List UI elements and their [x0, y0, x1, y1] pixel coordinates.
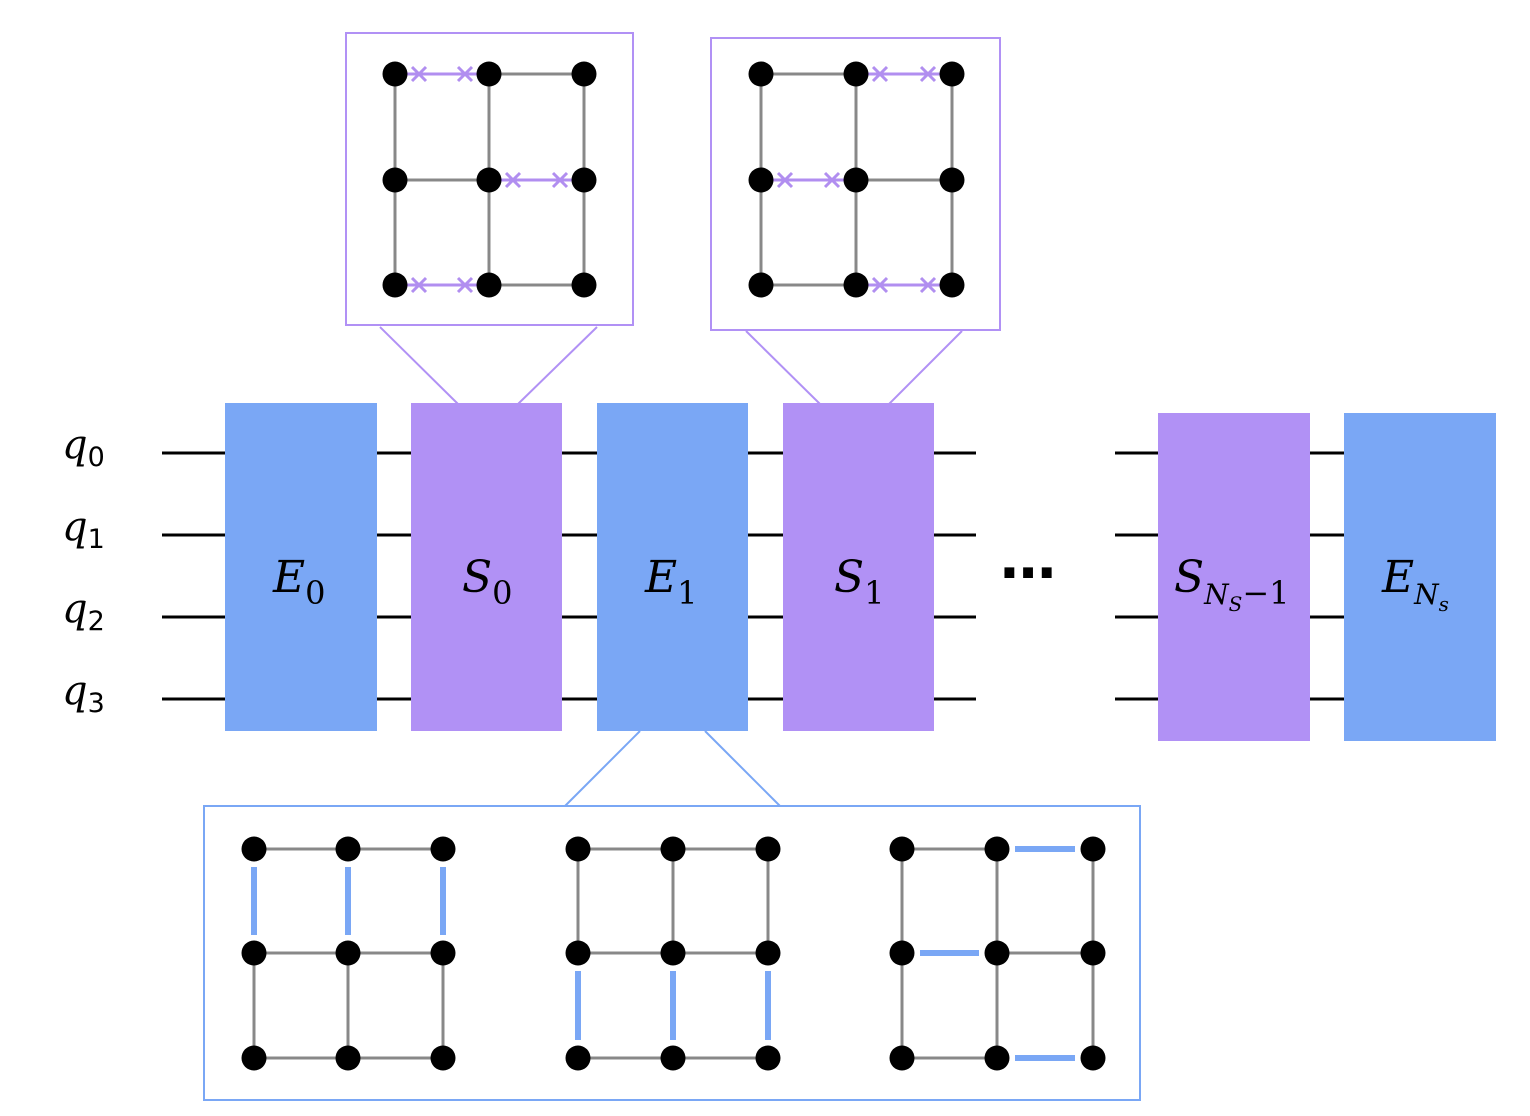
e1-lattice-c-node: [984, 940, 1010, 966]
e1-lattice-c-node: [984, 836, 1010, 862]
e1-lattice-c-node: [889, 1045, 915, 1071]
qubit-label-q0: q0: [62, 422, 105, 473]
s1-lattice-node: [748, 272, 774, 298]
gate-e1[interactable]: E1: [597, 403, 748, 731]
qubit-label-q1: q1: [62, 504, 105, 555]
s0-lattice-swap-mark: [551, 171, 569, 189]
gate-e-ns-label: ENs: [1381, 552, 1449, 616]
e1-lattice-a: [241, 836, 456, 1071]
s0-lattice-node: [571, 61, 597, 87]
s1-lattice-swap-mark: [919, 276, 937, 294]
connector-s0-left: [379, 326, 459, 405]
e1-lattice-c: [889, 836, 1106, 1071]
ellipsis: ⋯: [1000, 541, 1056, 606]
s0-lattice-node: [571, 167, 597, 193]
s1-lattice-node: [748, 61, 774, 87]
s0-lattice-node: [382, 272, 408, 298]
s0-lattice: [382, 61, 597, 298]
gate-e1-label: E1: [644, 552, 697, 612]
e1-lattice-a-node: [335, 1045, 361, 1071]
e1-lattice-b-node: [565, 1045, 591, 1071]
qubit-label-q2: q2: [62, 586, 105, 637]
e1-lattice-a-node: [430, 1045, 456, 1071]
s0-lattice-node: [382, 167, 408, 193]
e1-lattice-a-node: [430, 836, 456, 862]
gates: E0 S0 E1 S1 ⋯ SNS−1 ENs: [225, 403, 1496, 741]
e1-lattice-a-node: [241, 1045, 267, 1071]
s1-lattice-swap-mark: [919, 65, 937, 83]
s1-lattice-swap-mark: [823, 171, 841, 189]
connector-e1-left: [564, 730, 641, 807]
s1-lattice-node: [843, 167, 869, 193]
s0-lattice-swap-mark: [410, 65, 428, 83]
e1-lattice-b-node: [660, 836, 686, 862]
gate-s0[interactable]: S0: [411, 403, 562, 731]
e1-lattice-c-node: [984, 1045, 1010, 1071]
qubit-label-q3: q3: [62, 668, 105, 719]
lattice-drawings: [241, 61, 1106, 1071]
e1-lattice-c-node: [1080, 1045, 1106, 1071]
s1-lattice-node: [748, 167, 774, 193]
s0-lattice-swap-mark: [410, 276, 428, 294]
s0-lattice-swap-mark: [456, 65, 474, 83]
s0-lattice-node: [476, 61, 502, 87]
s1-lattice-node: [939, 61, 965, 87]
s1-lattice-swap-mark: [871, 65, 889, 83]
qubit-labels: q0 q1 q2 q3: [62, 422, 105, 719]
e1-lattice-c-node: [889, 836, 915, 862]
s1-lattice-node: [939, 167, 965, 193]
s0-lattice-node: [382, 61, 408, 87]
e1-lattice-b-node: [660, 1045, 686, 1071]
gate-e0[interactable]: E0: [225, 403, 377, 731]
e1-lattice-a-node: [241, 836, 267, 862]
e1-lattice-b-node: [565, 836, 591, 862]
s0-lattice-node: [571, 272, 597, 298]
e1-lattice-c-node: [1080, 940, 1106, 966]
gate-s0-label: S0: [462, 552, 513, 612]
e1-lattice-c-node: [1080, 836, 1106, 862]
s1-lattice-swap-mark: [871, 276, 889, 294]
connector-e1-right: [704, 730, 781, 807]
s1-lattice: [748, 61, 965, 298]
gate-e0-label: E0: [272, 552, 325, 612]
gate-e-ns[interactable]: ENs: [1344, 413, 1496, 741]
connector-s1-left: [745, 330, 821, 405]
s0-lattice-node: [476, 272, 502, 298]
e1-lattice-a-node: [241, 940, 267, 966]
s0-lattice-node: [476, 167, 502, 193]
e1-lattice-c-node: [889, 940, 915, 966]
s1-lattice-node: [843, 272, 869, 298]
gate-s1[interactable]: S1: [783, 403, 934, 731]
connector-s0-right: [517, 326, 598, 405]
s0-lattice-swap-mark: [504, 171, 522, 189]
e1-lattice-b-node: [660, 940, 686, 966]
zoom-connectors: [379, 326, 963, 807]
s1-lattice-swap-mark: [776, 171, 794, 189]
s1-lattice-node: [939, 272, 965, 298]
e1-lattice-b-node: [755, 940, 781, 966]
e1-lattice-b-node: [755, 1045, 781, 1071]
e1-lattice-b-node: [565, 940, 591, 966]
s1-lattice-node: [843, 61, 869, 87]
gate-s-ns-minus-1-label: SNS−1: [1174, 552, 1290, 616]
s0-lattice-swap-mark: [456, 276, 474, 294]
e1-lattice-a-node: [335, 940, 361, 966]
connector-s1-right: [888, 330, 963, 405]
e1-lattice-b-node: [755, 836, 781, 862]
e1-lattice-a-node: [430, 940, 456, 966]
gate-s-ns-minus-1[interactable]: SNS−1: [1158, 413, 1310, 741]
gate-s1-label: S1: [834, 552, 885, 612]
e1-lattice-a-node: [335, 836, 361, 862]
e1-lattice-b: [565, 836, 781, 1071]
